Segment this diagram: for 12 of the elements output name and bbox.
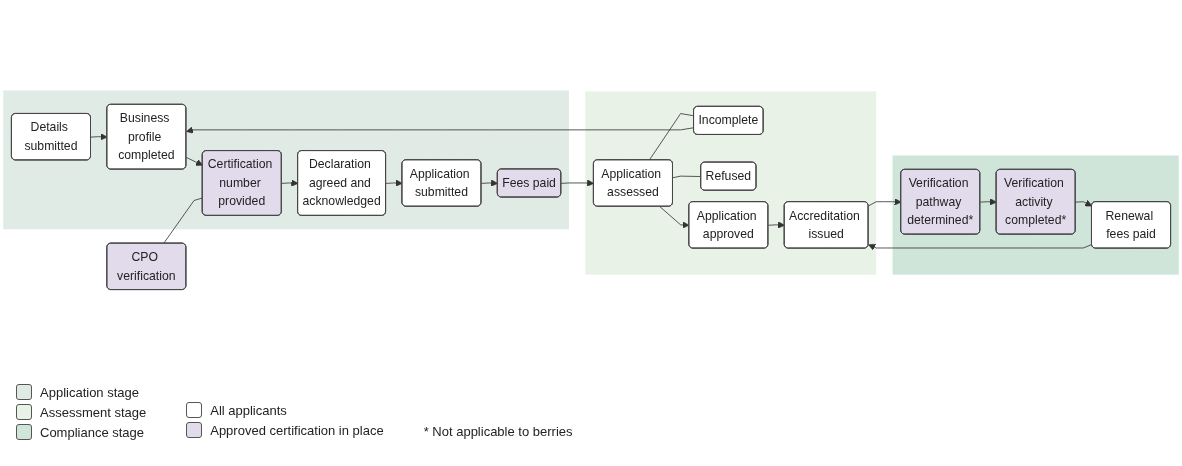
connector bbox=[163, 197, 204, 244]
cluster bbox=[892, 155, 1179, 275]
cluster bbox=[3, 90, 569, 230]
legend-label: Compliance stage bbox=[40, 424, 145, 440]
legend-label: All applicants bbox=[210, 402, 287, 418]
connector bbox=[648, 113, 695, 161]
connector bbox=[672, 175, 702, 179]
legend-label: Approved certification in place bbox=[210, 422, 384, 438]
cluster bbox=[585, 91, 877, 275]
footnote: * Not applicable to berries bbox=[423, 424, 573, 439]
legend-label: Assessment stage bbox=[40, 404, 147, 420]
legend-label: Application stage bbox=[40, 384, 139, 400]
